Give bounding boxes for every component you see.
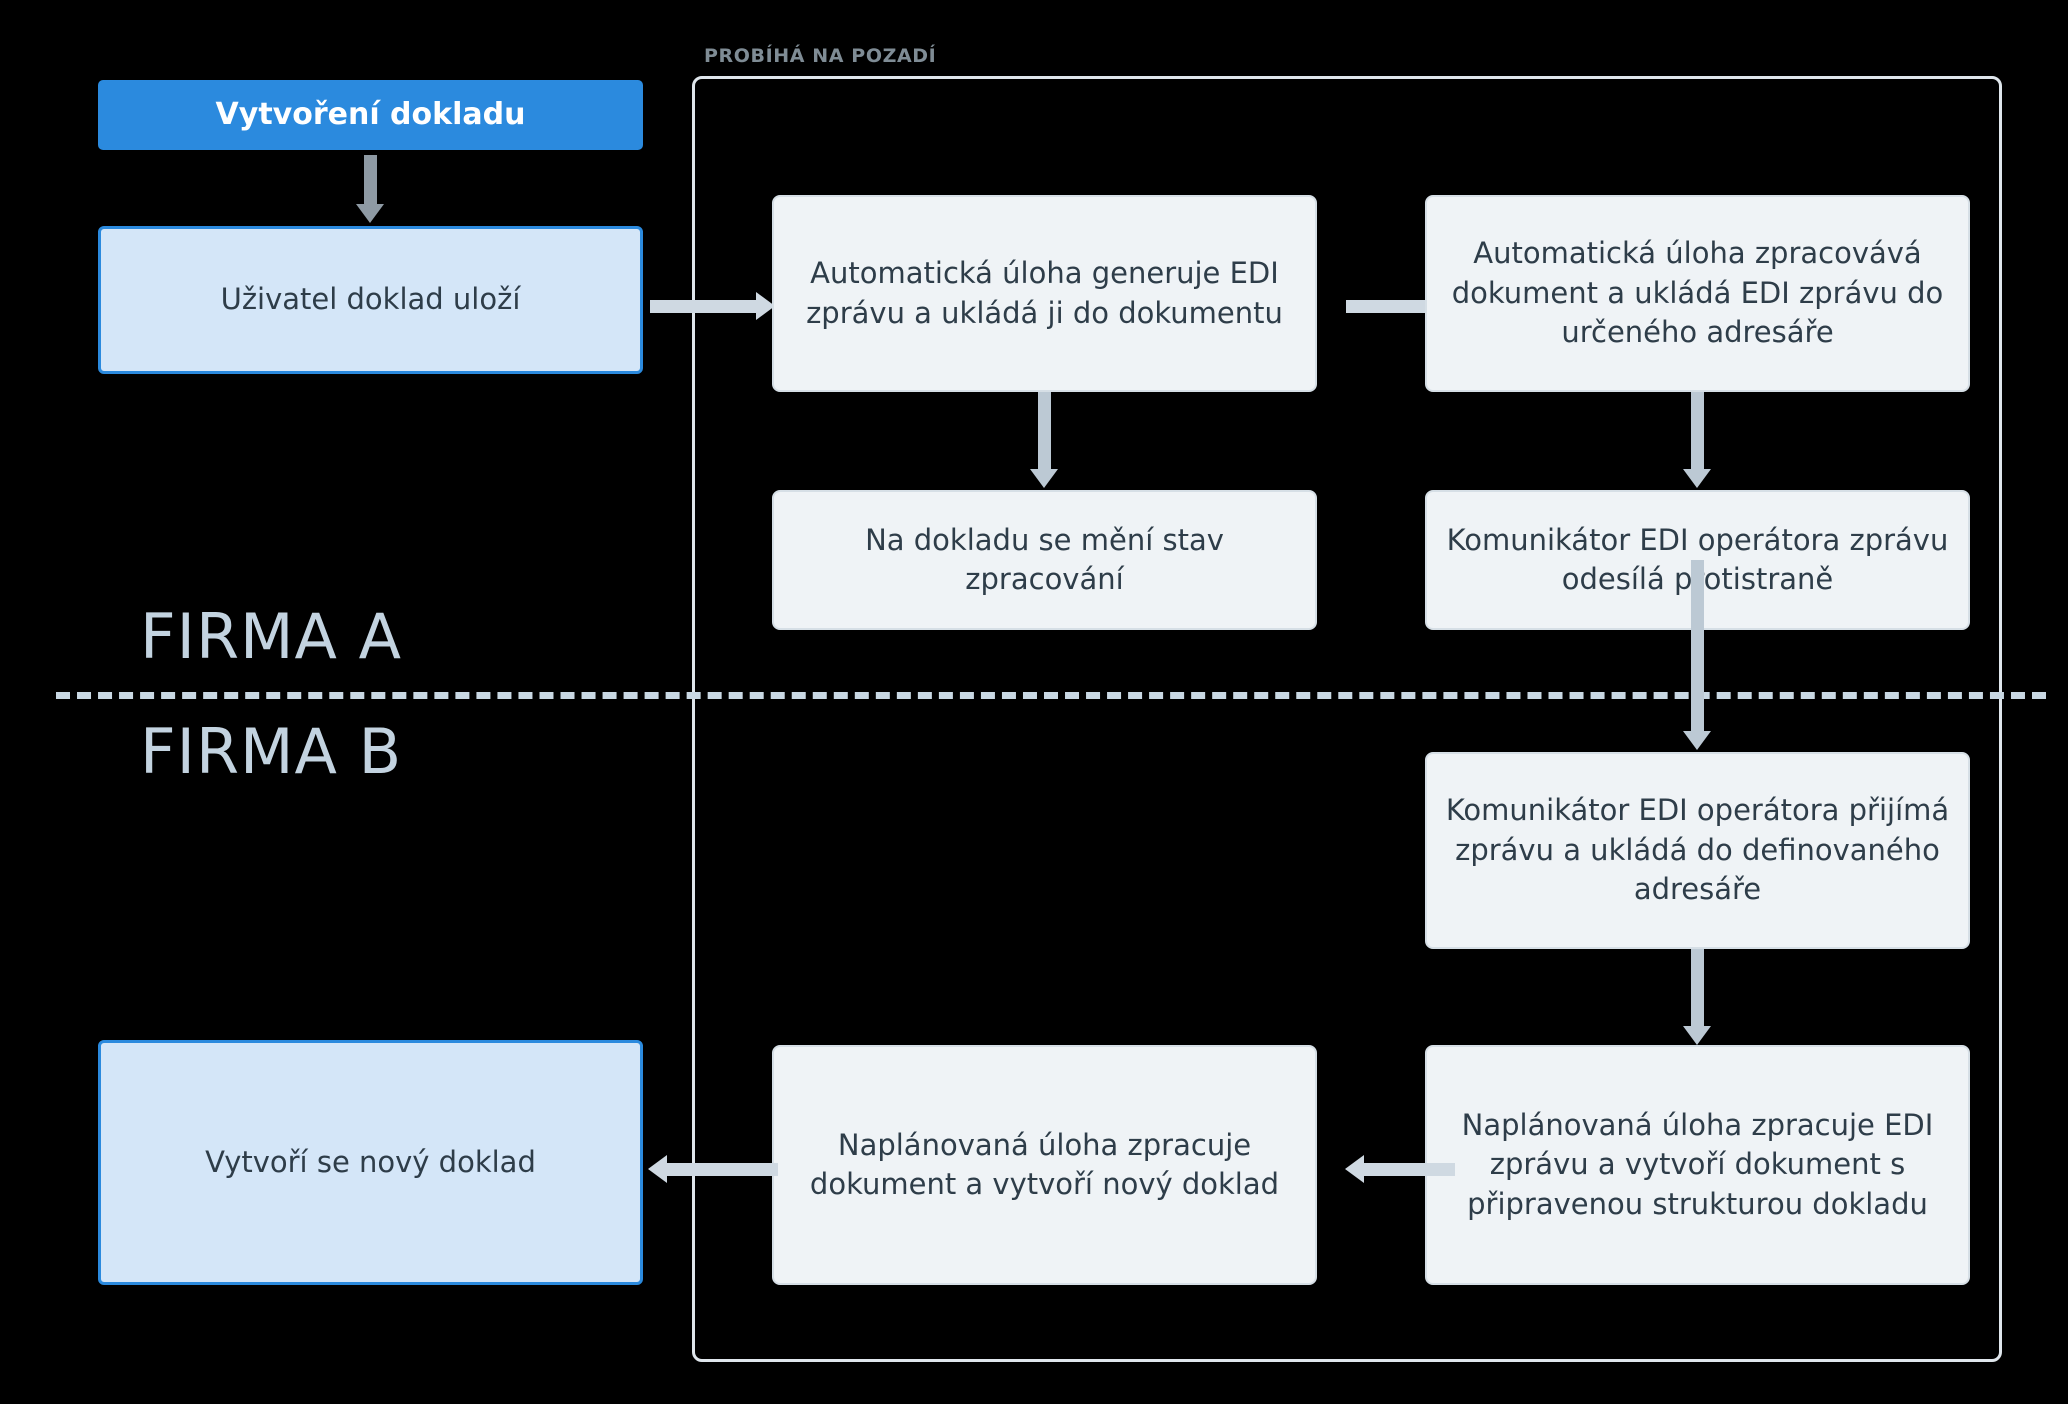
- node-label: Naplánovaná úloha zpracuje EDI zprávu a …: [1461, 1107, 1934, 1221]
- node-label: Uživatel doklad uloží: [220, 282, 521, 317]
- node-label: Naplánovaná úloha zpracuje dokument a vy…: [809, 1127, 1280, 1201]
- background-process-container: [692, 76, 2002, 1362]
- arrow-header-to-user-saves: [356, 155, 384, 223]
- swimlane-divider: [56, 692, 2046, 699]
- node-naplanovana-uloha-vytvori-dokument[interactable]: Naplánovaná úloha zpracuje EDI zprávu a …: [1425, 1045, 1970, 1285]
- arrow-new-record-to-created: [648, 1155, 778, 1183]
- node-label: Vytvoří se nový doklad: [205, 1144, 536, 1179]
- arrow-receive-to-scheduled-create: [1683, 949, 1711, 1047]
- node-naplanovana-uloha-vytvori-doklad[interactable]: Naplánovaná úloha zpracuje dokument a vy…: [772, 1045, 1317, 1285]
- arrow-auto-generate-to-state-change: [1030, 392, 1058, 490]
- swimlane-label-firma-b: FIRMA B: [140, 715, 403, 788]
- node-uzivatel-doklad-ulozi[interactable]: Uživatel doklad uloží: [98, 226, 643, 374]
- node-komunikator-prijima[interactable]: Komunikátor EDI operátora přijímá zprávu…: [1425, 752, 1970, 949]
- node-na-dokladu-se-meni-stav[interactable]: Na dokladu se mění stav zpracování: [772, 490, 1317, 630]
- node-label: Automatická úloha generuje EDI zprávu a …: [806, 256, 1283, 330]
- node-label: Vytvoření dokladu: [215, 96, 526, 132]
- node-vytvoreni-dokladu[interactable]: Vytvoření dokladu: [98, 80, 643, 150]
- arrow-scheduled-create-to-new-record: [1345, 1155, 1455, 1183]
- node-vytvori-se-novy-doklad[interactable]: Vytvoří se nový doklad: [98, 1040, 643, 1285]
- node-label: Komunikátor EDI operátora přijímá zprávu…: [1445, 793, 1950, 907]
- arrow-communicator-send-to-receive: [1683, 560, 1711, 752]
- node-label: Automatická úloha zpracovává dokument a …: [1451, 236, 1944, 350]
- background-process-label: PROBÍHÁ NA POZADÍ: [704, 45, 937, 67]
- arrow-user-saves-to-auto-generate: [650, 292, 778, 320]
- arrow-auto-process-to-communicator-send: [1683, 392, 1711, 490]
- node-automaticka-uloha-zpracovava[interactable]: Automatická úloha zpracovává dokument a …: [1425, 195, 1970, 392]
- swimlane-label-firma-a: FIRMA A: [140, 600, 403, 673]
- node-label: Na dokladu se mění stav zpracování: [865, 522, 1224, 596]
- node-automaticka-uloha-generuje[interactable]: Automatická úloha generuje EDI zprávu a …: [772, 195, 1317, 392]
